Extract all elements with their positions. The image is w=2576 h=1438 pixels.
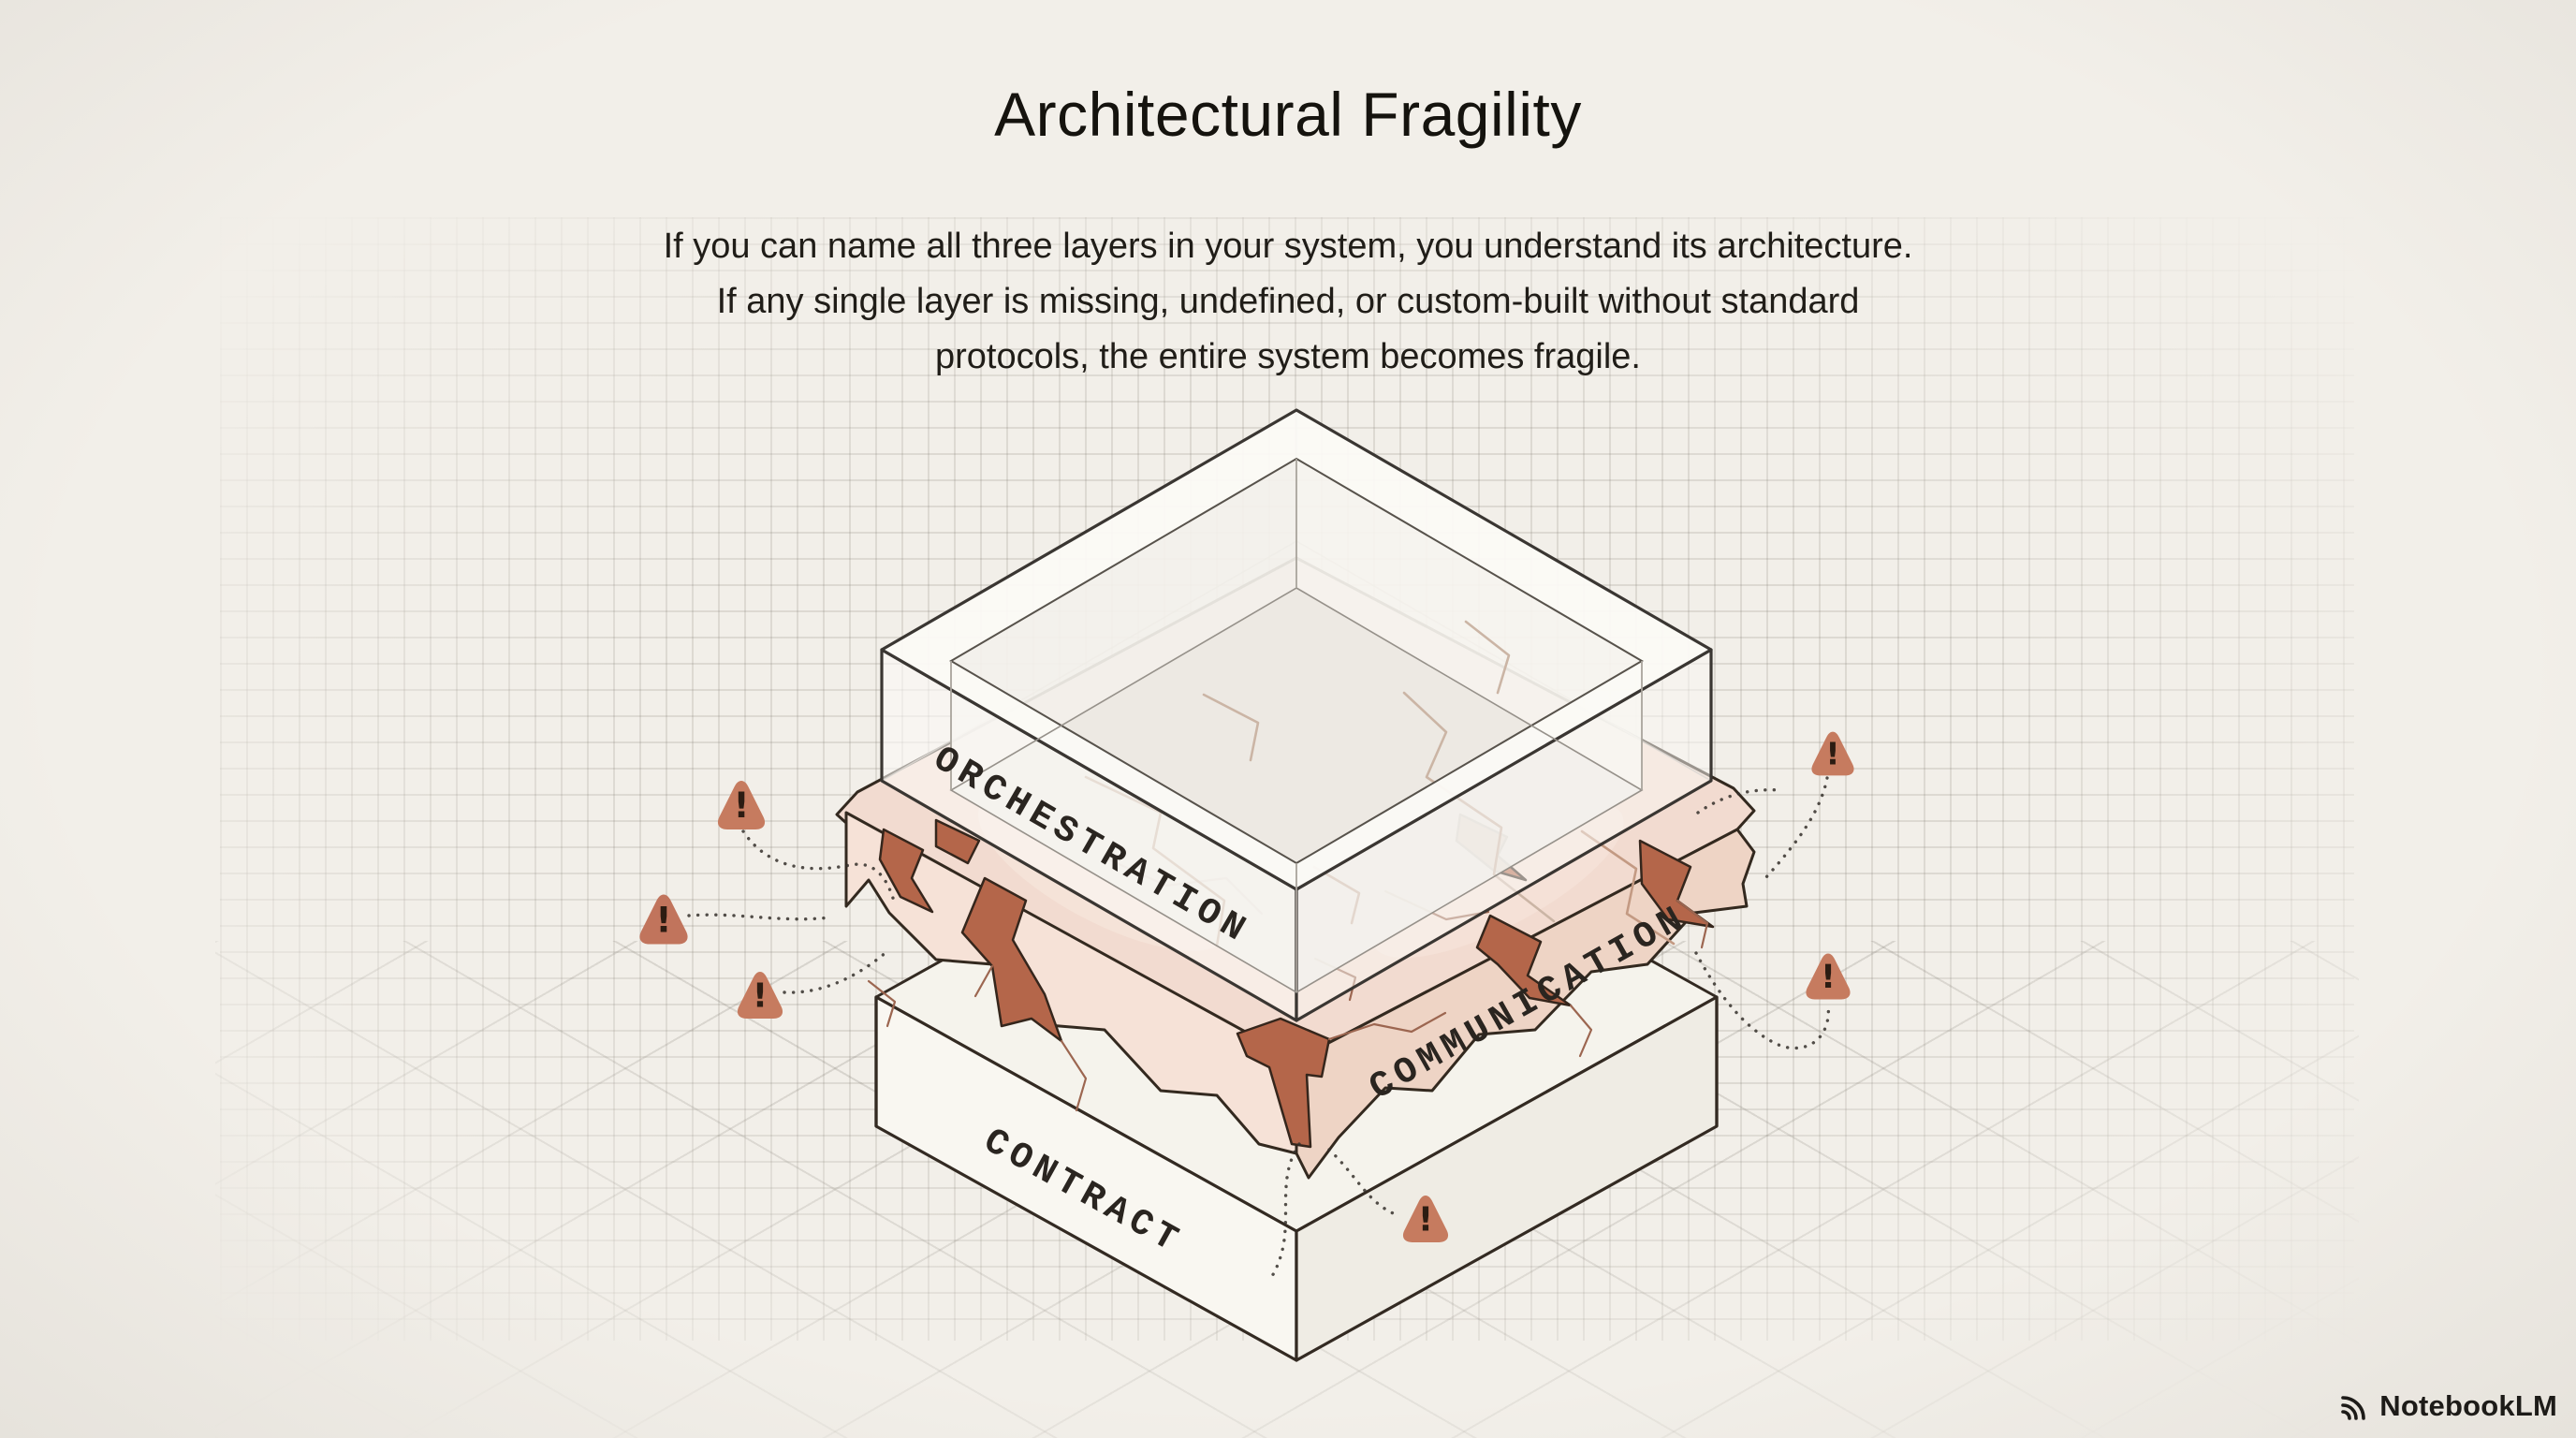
subtitle-line-2: If any single layer is missing, undefine… bbox=[716, 282, 1860, 321]
crack-shapes bbox=[878, 813, 1715, 1149]
svg-text:!: ! bbox=[734, 785, 750, 826]
warning-icons-group: ! ! ! ! ! ! bbox=[639, 731, 1854, 1242]
orchestration-layer-box bbox=[880, 408, 1713, 1022]
warning-icon: ! bbox=[737, 972, 783, 1019]
dotted-connector-lines bbox=[687, 776, 1831, 1283]
warning-icon: ! bbox=[639, 894, 688, 945]
warning-icon: ! bbox=[1806, 953, 1851, 1000]
page-subtitle: If you can name all three layers in your… bbox=[0, 219, 2576, 385]
warning-icon: ! bbox=[1402, 1196, 1449, 1242]
notebooklm-branding: NotebookLM bbox=[2337, 1389, 2557, 1423]
svg-text:!: ! bbox=[1825, 736, 1839, 772]
subtitle-line-1: If you can name all three layers in your… bbox=[663, 227, 1913, 266]
notebooklm-arc-logo-icon bbox=[2341, 1396, 2366, 1420]
warning-icon: ! bbox=[717, 781, 766, 829]
notebooklm-logo-text: NotebookLM bbox=[2379, 1389, 2557, 1422]
page-title: Architectural Fragility bbox=[994, 80, 1582, 149]
svg-text:!: ! bbox=[753, 976, 768, 1015]
svg-text:!: ! bbox=[1821, 959, 1836, 996]
svg-text:!: ! bbox=[655, 899, 671, 940]
warning-icon: ! bbox=[1811, 731, 1854, 776]
subtitle-line-3: protocols, the entire system becomes fra… bbox=[934, 337, 1641, 376]
svg-text:!: ! bbox=[1418, 1200, 1433, 1239]
